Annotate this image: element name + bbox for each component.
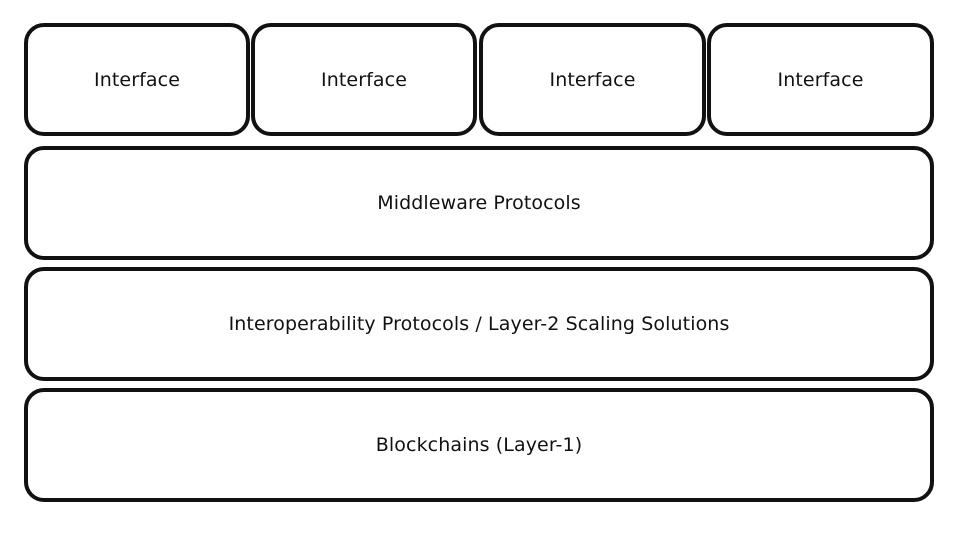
interface-label: Interface [777, 68, 864, 91]
interface-box-4: Interface [707, 23, 934, 136]
interface-label: Interface [549, 68, 636, 91]
interface-label: Interface [321, 68, 407, 91]
interface-box-3: Interface [479, 23, 706, 136]
blockchain-label: Blockchains (Layer-1) [375, 434, 583, 456]
interface-box-1: Interface [24, 23, 250, 136]
middleware-layer: Middleware Protocols [24, 146, 934, 260]
middleware-label: Middleware Protocols [377, 192, 581, 214]
interface-label: Interface [94, 68, 180, 91]
interoperability-layer: Interoperability Protocols / Layer-2 Sca… [24, 267, 934, 381]
interface-box-2: Interface [251, 23, 477, 136]
blockchain-layer: Blockchains (Layer-1) [24, 388, 934, 502]
interoperability-label: Interoperability Protocols / Layer-2 Sca… [228, 313, 730, 335]
